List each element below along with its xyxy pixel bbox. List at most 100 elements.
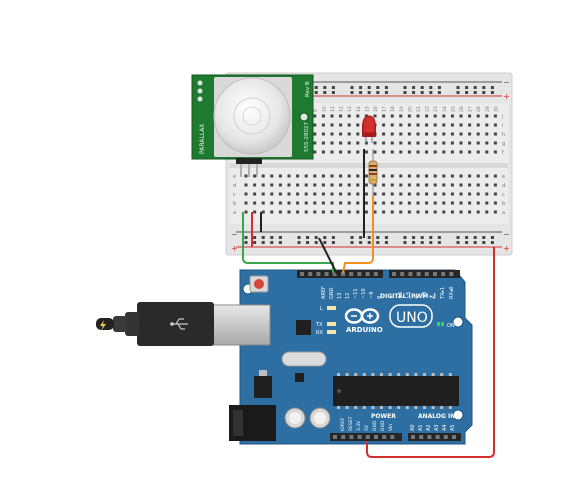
terminal-hole [321,174,325,178]
terminal-hole [278,174,282,178]
rail-hole [297,241,301,244]
arduino-brand-label: ARDUINO [346,326,383,334]
digital-pin-hole [357,272,362,276]
atmega-pin [371,406,375,409]
terminal-hole [364,183,368,187]
terminal-hole [356,150,360,154]
column-number: 15 [364,106,370,112]
terminal-hole [304,174,308,178]
rail-hole [376,236,380,239]
digital-pin-hole [349,272,354,276]
atmega-pin [423,406,426,409]
pin-label-ioref: IOREF [340,417,346,431]
terminal-hole [330,201,334,205]
rail-hole [403,86,407,89]
atmega-pin [431,373,435,376]
arduino-infinity-logo [344,308,380,324]
column-number: 14 [356,106,362,112]
crystal-oscillator [281,351,327,367]
pin-label-a3: A3 [434,424,440,431]
power-pin-hole [357,435,362,439]
terminal-hole [373,141,377,145]
rail-hole [331,86,335,89]
pin-label-6: ~6 [398,292,404,299]
usb-chip [296,320,311,335]
terminal-hole [261,201,265,205]
terminal-hole [339,114,343,118]
column-number: 21 [416,106,422,112]
usb-cable[interactable] [96,302,214,346]
atmega-pins [337,373,452,409]
atmega-pin [397,373,401,376]
analog-header [408,433,461,441]
rail-hole [420,241,424,244]
terminal-hole [399,132,403,136]
pir-mount-hole [197,88,203,94]
terminal-hole [407,201,411,205]
rail-hole [314,241,318,244]
column-number: 22 [425,106,431,112]
rail-hole [331,241,335,244]
pin-label-7: 7 [390,296,396,299]
terminal-hole [373,201,377,205]
rail-hole [367,86,371,89]
terminal-hole [459,201,463,205]
rail-hole [244,236,248,239]
pin-label-10: ~10 [361,288,367,299]
reset-button[interactable] [254,279,264,289]
atmega-pin [448,406,452,409]
pir-mount-hole [197,96,203,102]
pir-rev-label: Rev B [305,81,311,97]
digital-pin-hole [408,272,413,276]
pir-fresnel-dome [213,77,291,155]
terminal-hole [330,132,334,136]
arduino-uno-board[interactable]: AREF GND 13 12 ~11 ~10 ~9 8 7 ~6 ~5 4 ~3… [212,269,473,445]
rail-hole [244,241,248,244]
terminal-hole [390,210,394,214]
terminal-hole [313,201,317,205]
led-lens [362,115,376,134]
terminal-hole [296,192,300,196]
atmega-pin [371,373,375,376]
terminal-hole [407,210,411,214]
rail-hole [384,91,388,94]
terminal-hole [493,210,497,214]
terminal-hole [356,210,360,214]
row-letter-left: a [233,210,236,216]
rail-hole [465,241,469,244]
terminal-hole [476,150,480,154]
terminal-hole [390,150,394,154]
rail-hole [350,236,354,239]
pir-sensor[interactable]: PARALLAX 555-28027 Rev B [191,74,314,177]
rail-hole [359,86,363,89]
terminal-hole [468,192,472,196]
column-number: 24 [442,106,448,112]
terminal-hole [382,210,386,214]
rail-hole [456,91,460,94]
wire-green-pir-to-gnd[interactable] [242,212,334,273]
resistor[interactable] [368,149,378,196]
pin-label-gnd-b: GND [380,420,386,431]
wire-black-rail-to-gnd[interactable] [318,237,338,275]
terminal-hole [339,174,343,178]
rail-hole [261,236,265,239]
red-led[interactable] [362,115,376,143]
wire-red-5v-to-rail[interactable] [366,247,495,458]
wire-orange-led-to-pin13[interactable] [342,196,374,274]
power-pin-hole [341,435,346,439]
terminal-hole [270,174,274,178]
power-analog-pin-holes [333,435,456,439]
terminal-hole [433,201,437,205]
terminal-hole [459,123,463,127]
rail-hole [429,236,433,239]
terminal-hole [339,150,343,154]
terminal-hole [407,132,411,136]
terminal-hole [313,150,317,154]
terminal-hole [313,183,317,187]
terminal-hole [321,210,325,214]
pin-label-vin: Vin [388,424,394,431]
column-number: 13 [347,106,353,112]
terminal-hole [313,210,317,214]
digital-header-left [297,270,383,278]
